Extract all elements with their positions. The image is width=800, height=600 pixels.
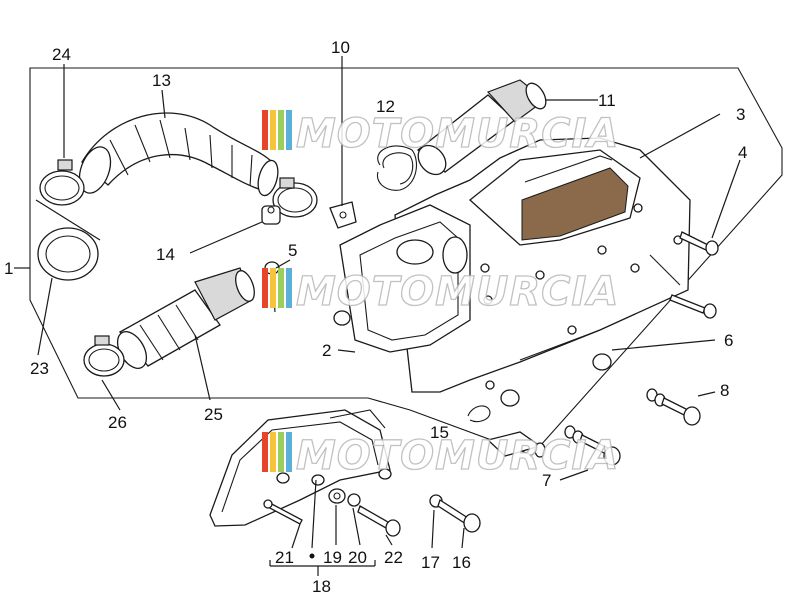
bolt-22	[357, 505, 401, 537]
wm-stripe-2	[270, 432, 276, 472]
callout-5: 5	[288, 241, 297, 260]
clip-10	[329, 201, 357, 229]
wm-stripe-2	[270, 268, 276, 308]
clip-15	[467, 405, 546, 458]
callout-15: 15	[430, 423, 449, 442]
callout-7: 7	[542, 471, 551, 490]
washer-20	[347, 493, 361, 507]
hose-clamp-24	[39, 159, 85, 206]
intake-snorkel	[376, 79, 547, 191]
callout-14: 14	[156, 245, 175, 264]
bolt-8	[646, 388, 701, 426]
hose-clamp-12	[376, 145, 418, 191]
callout-24: 24	[52, 45, 71, 64]
wm-stripe-4	[286, 110, 292, 150]
watermark-text: MOTOMURCIA	[296, 269, 619, 315]
callout-11: 11	[598, 91, 616, 110]
callout-dot	[309, 553, 315, 559]
callout-2: 2	[322, 341, 331, 360]
watermark-bottom: MOTOMURCIA	[262, 432, 619, 480]
callout-19: 19	[323, 548, 342, 567]
wm-stripe-3	[278, 432, 284, 472]
callout-4: 4	[738, 143, 747, 162]
callout-10: 10	[331, 38, 350, 57]
bolt-7	[564, 425, 621, 466]
callout-21: 21	[275, 548, 294, 567]
ref-line-24	[35, 199, 101, 241]
nut-14	[261, 205, 281, 225]
washer-19	[328, 488, 346, 504]
hose-clamp-24b	[272, 177, 318, 218]
wm-stripe-4	[286, 268, 292, 308]
watermark-text: MOTOMURCIA	[296, 111, 619, 157]
callout-1: 1	[4, 259, 13, 278]
seal-ring-23	[37, 227, 99, 281]
watermark-top: MOTOMURCIA	[262, 110, 619, 158]
wm-stripe-1	[262, 110, 268, 150]
wm-stripe-1	[262, 268, 268, 308]
wm-stripe-3	[278, 268, 284, 308]
callout-17: 17	[421, 553, 440, 572]
callout-3: 3	[736, 105, 745, 124]
spacer-6	[500, 353, 612, 407]
wm-stripe-2	[270, 110, 276, 150]
callout-6: 6	[724, 331, 733, 350]
wm-stripe-4	[286, 432, 292, 472]
cover-plate	[209, 409, 392, 527]
callout-labels: 1 2 3 4 5 6 7 8 10 11 12 13 14 15 16 17 …	[4, 38, 747, 596]
callout-23: 23	[30, 359, 49, 378]
watermark-middle: MOTOMURCIA	[262, 268, 619, 316]
callout-8: 8	[720, 381, 729, 400]
hose-clamp-26	[83, 335, 125, 377]
callout-20: 20	[348, 548, 367, 567]
air-box-housing	[339, 137, 691, 393]
callout-13: 13	[152, 71, 171, 90]
callout-12: 12	[376, 97, 395, 116]
callout-18: 18	[312, 577, 331, 596]
callout-26: 26	[108, 413, 127, 432]
bolt-16	[437, 499, 481, 533]
callout-16: 16	[452, 553, 471, 572]
watermark-text: MOTOMURCIA	[296, 433, 619, 479]
filter-tube-25	[116, 267, 255, 369]
wm-stripe-3	[278, 110, 284, 150]
intake-hose-13	[78, 112, 279, 197]
callout-25: 25	[204, 405, 223, 424]
callout-22: 22	[384, 548, 403, 567]
wm-stripe-1	[262, 432, 268, 472]
assembly-outline	[29, 67, 783, 456]
screw-4	[669, 231, 719, 319]
